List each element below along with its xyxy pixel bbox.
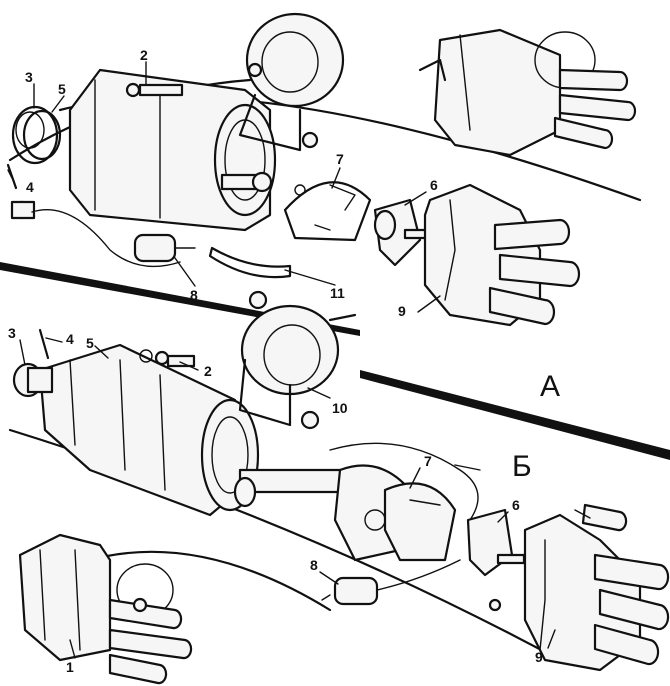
callout-6-top: 6	[430, 177, 438, 193]
callout-10-bottom: 10	[332, 400, 348, 416]
callout-5-top: 5	[58, 81, 66, 97]
cap-terminals-bottom	[593, 553, 670, 666]
callout-4-bottom: 4	[66, 331, 74, 347]
callout-9-top: 9	[398, 303, 406, 319]
callouts-bottom: 3 4 5 2 10 7 6 8 9 1	[8, 325, 543, 675]
callout-8-bottom: 8	[310, 557, 318, 573]
callout-9-bottom: 9	[535, 649, 543, 665]
top-assembly	[6, 12, 642, 327]
callout-6-bottom: 6	[512, 497, 520, 513]
callout-2-bottom: 2	[204, 363, 212, 379]
leader-lines	[7, 61, 556, 659]
callout-5-bottom: 5	[86, 335, 94, 351]
callout-3-top: 3	[25, 69, 33, 85]
bottom-assembly	[8, 290, 670, 685]
cap-terminals-top	[488, 218, 581, 326]
callout-3-bottom: 3	[8, 325, 16, 341]
section-label-a: А	[540, 370, 560, 403]
callout-1-bottom: 1	[66, 659, 74, 675]
callout-8-top: 8	[190, 287, 198, 303]
callout-4-top: 4	[26, 179, 34, 195]
callout-7-bottom: 7	[424, 453, 432, 469]
callout-2-top: 2	[140, 47, 148, 63]
section-label-b: Б	[512, 450, 532, 483]
callouts-top: 2 3 5 4 7 6 8 11 9	[25, 47, 438, 319]
callout-7-top: 7	[336, 151, 344, 167]
callout-11-top: 11	[330, 285, 345, 301]
